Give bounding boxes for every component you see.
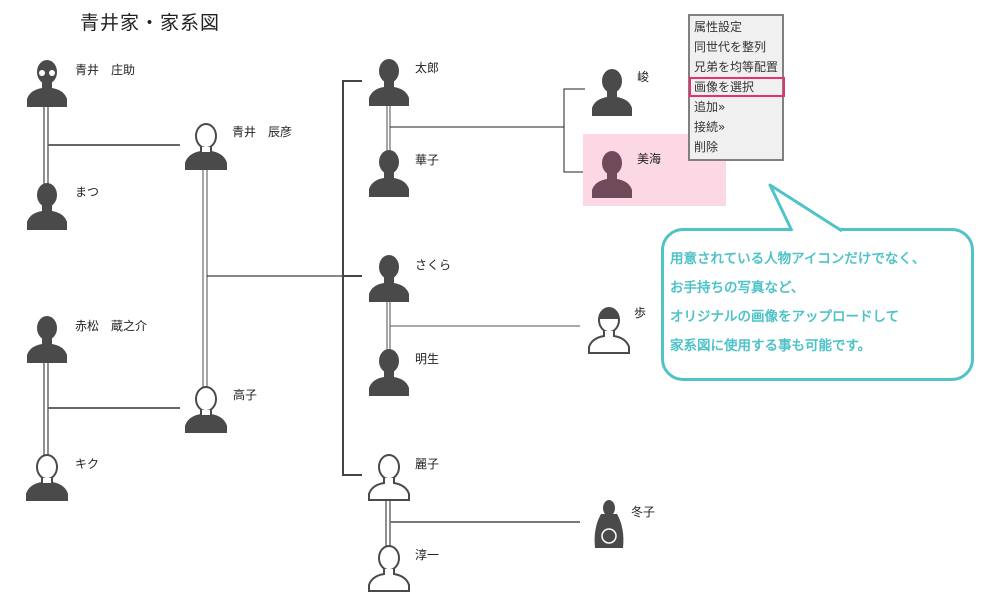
person-name: 華子 [415,153,440,167]
context-menu: 属性設定 同世代を整列 兄弟を均等配置 画像を選択 追加» 接続» 削除 [688,14,785,161]
woman-long-hair-icon [366,252,412,302]
woman-outline-icon [366,452,412,502]
person-name: 麗子 [415,457,440,471]
menu-item-delete[interactable]: 削除 [694,140,719,154]
man-outline-hair-icon [183,121,229,171]
menu-item-connect[interactable]: 接続» [694,120,726,134]
person-name: 峻 [637,70,650,84]
person-name: キク [75,457,100,471]
person-fuyuko[interactable] [586,498,646,558]
person-name: さくら [415,258,452,272]
person-name: 美海 [637,152,662,166]
person-ayumu[interactable] [586,305,646,365]
person-name: 冬子 [631,505,656,519]
man-mustache-kimono-icon [24,313,70,363]
callout-text: 用意されている人物アイコンだけでなく、 お手持ちの写真など、 オリジナルの画像を… [670,245,925,361]
spouse-line-shosuke-matsu [43,105,49,185]
callout-bubble [661,228,974,381]
children-bracket [342,80,362,476]
person-kiku[interactable] [24,452,84,512]
person-name: 赤松 蔵之介 [75,319,148,333]
spouse-line-taro-hanako [386,104,391,152]
menu-item-distribute-siblings[interactable]: 兄弟を均等配置 [694,60,779,74]
girl-school-uniform-icon [589,148,635,198]
page-title: 青井家・家系図 [80,12,221,34]
person-name: 高子 [233,388,258,402]
elderly-man-glasses-kimono-icon [24,57,70,107]
man-outline-tie-icon [366,543,412,593]
woman-curly-hair-icon [183,384,229,434]
person-name: 太郎 [415,61,440,75]
baby-in-womb-icon [594,500,624,548]
person-name: 青井 庄助 [75,63,136,77]
boy-school-uniform-icon [589,66,635,116]
menu-item-attribute-settings[interactable]: 属性設定 [694,20,743,34]
spouse-line-tatsuhiko-takako [202,168,208,387]
person-name: 淳一 [415,548,440,562]
man-short-hair-icon [366,56,412,106]
menu-item-align-generation[interactable]: 同世代を整列 [694,40,767,54]
menu-item-select-image[interactable]: 画像を選択 [689,77,785,97]
person-takako[interactable] [183,384,243,444]
woman-short-hair-suit-icon [366,147,412,197]
person-name: 明生 [415,352,440,366]
child-outline-icon [586,305,632,355]
spouse-line-sakura-akio [386,298,391,350]
spouse-line-reiko-junichi [385,500,391,548]
woman-bob-kimono-icon [24,180,70,230]
person-shosuke[interactable] [24,57,84,117]
grandchildren-bracket-taro [563,88,585,173]
person-name: 青井 辰彦 [232,125,293,139]
menu-item-add[interactable]: 追加» [694,100,726,114]
person-tatsuhiko[interactable] [183,121,243,181]
callout-line: 用意されている人物アイコンだけでなく、 [670,251,926,267]
person-name: 歩 [634,306,647,320]
person-name: まつ [75,185,100,199]
callout-line: 家系図に使用する事も可能です。 [670,338,872,354]
man-suit-tie-icon [366,346,412,396]
spouse-line-kuranosuke-kiku [43,362,49,455]
woman-bun-kimono-icon [24,452,70,502]
callout-line: お手持ちの写真など、 [670,280,805,296]
callout-line: オリジナルの画像をアップロードして [670,309,900,325]
